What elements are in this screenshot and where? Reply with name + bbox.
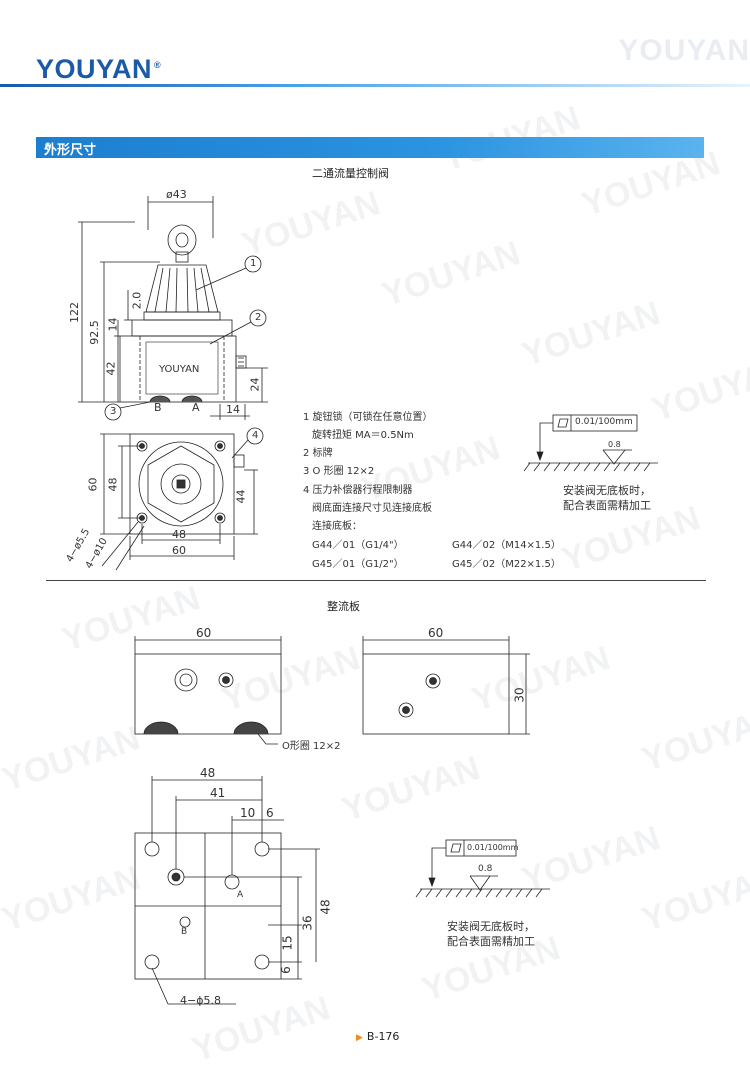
note-2: 2 标牌 [303, 448, 333, 459]
flatness-value-bottom: 0.01/100mm [467, 843, 519, 852]
section-title: 外形尺寸 [44, 143, 97, 158]
dim-36: 36 [300, 915, 315, 931]
dim-60-plate1: 60 [196, 626, 212, 640]
port-b-label: B [154, 401, 162, 414]
note-1b: 旋转扭矩 MA＝0.5Nm [312, 430, 414, 441]
hole-spec-subplate: 4−ϕ5.8 [180, 994, 221, 1007]
dim-6-side: 6 [278, 966, 293, 974]
section-divider [46, 580, 706, 581]
dim-48-side: 48 [318, 899, 333, 915]
section-header: 外形尺寸 ® [36, 137, 704, 158]
dim-14-right: 14 [226, 403, 240, 416]
note-4: 4 压力补偿器行程限制器 [303, 485, 413, 496]
callout-2: 2 [255, 312, 262, 323]
plate-g45-01: G45／01（G1/2"） [312, 559, 404, 570]
dim-60-plate2: 60 [428, 626, 444, 640]
callout-1: 1 [250, 258, 257, 269]
top-drawing-title: 二通流量控制阀 [312, 167, 389, 180]
port-a-label: A [192, 401, 200, 414]
page-marker-icon: ▶ [356, 1033, 363, 1043]
dim-60-horiz: 60 [172, 544, 186, 557]
note-4c: 连接底板： [312, 521, 362, 532]
dim-6-top: 6 [266, 806, 274, 820]
plate-g45-02: G45／02（M22×1.5） [452, 559, 561, 570]
callout-4: 4 [252, 430, 259, 441]
header-watermark: YOUYAN [618, 34, 750, 67]
dim-30: 30 [512, 687, 527, 703]
note-3: 3 O 形圈 12×2 [303, 466, 375, 477]
tolerance-note-bottom-2: 配合表面需精加工 [447, 935, 535, 948]
dim-dia43: ø43 [166, 188, 187, 201]
dim-48-horiz: 48 [172, 528, 186, 541]
roughness-value: 0.8 [608, 440, 621, 449]
dim-48-top: 48 [200, 766, 216, 780]
dim-41: 41 [210, 786, 226, 800]
note-1: 1 旋钮锁（可锁在任意位置） [303, 412, 433, 423]
tolerance-note-1: 安装阀无底板时， [563, 484, 651, 497]
nameplate-text: YOUYAN [159, 364, 200, 375]
tolerance-note-bottom-1: 安装阀无底板时， [447, 920, 535, 933]
section-mark: ® [44, 141, 52, 150]
brand-logo: YOUYAN® [36, 54, 161, 85]
port-a-subplate: A [237, 890, 244, 900]
logo-text: YOUYAN [36, 54, 153, 84]
logo-mark: ® [154, 60, 162, 70]
port-b-subplate: B [181, 927, 188, 937]
plate-g44-02: G44／02（M14×1.5） [452, 540, 561, 551]
note-4b: 阀底面连接尺寸见连接底板 [312, 503, 432, 514]
roughness-value-bottom: 0.8 [478, 864, 493, 874]
callout-3: 3 [110, 406, 117, 417]
page-number: ▶B-176 [356, 1030, 399, 1043]
header-divider [0, 84, 750, 87]
dim-10: 10 [240, 806, 256, 820]
bottom-drawing-title: 整流板 [327, 600, 360, 613]
dim-15: 15 [280, 935, 295, 951]
tolerance-note-2: 配合表面需精加工 [563, 499, 651, 512]
oring-label: O形圈 12×2 [282, 741, 341, 752]
plate-g44-01: G44／01（G1/4"） [312, 540, 404, 551]
page-number-text: B-176 [366, 1030, 400, 1043]
flatness-value: 0.01/100mm [575, 417, 633, 427]
